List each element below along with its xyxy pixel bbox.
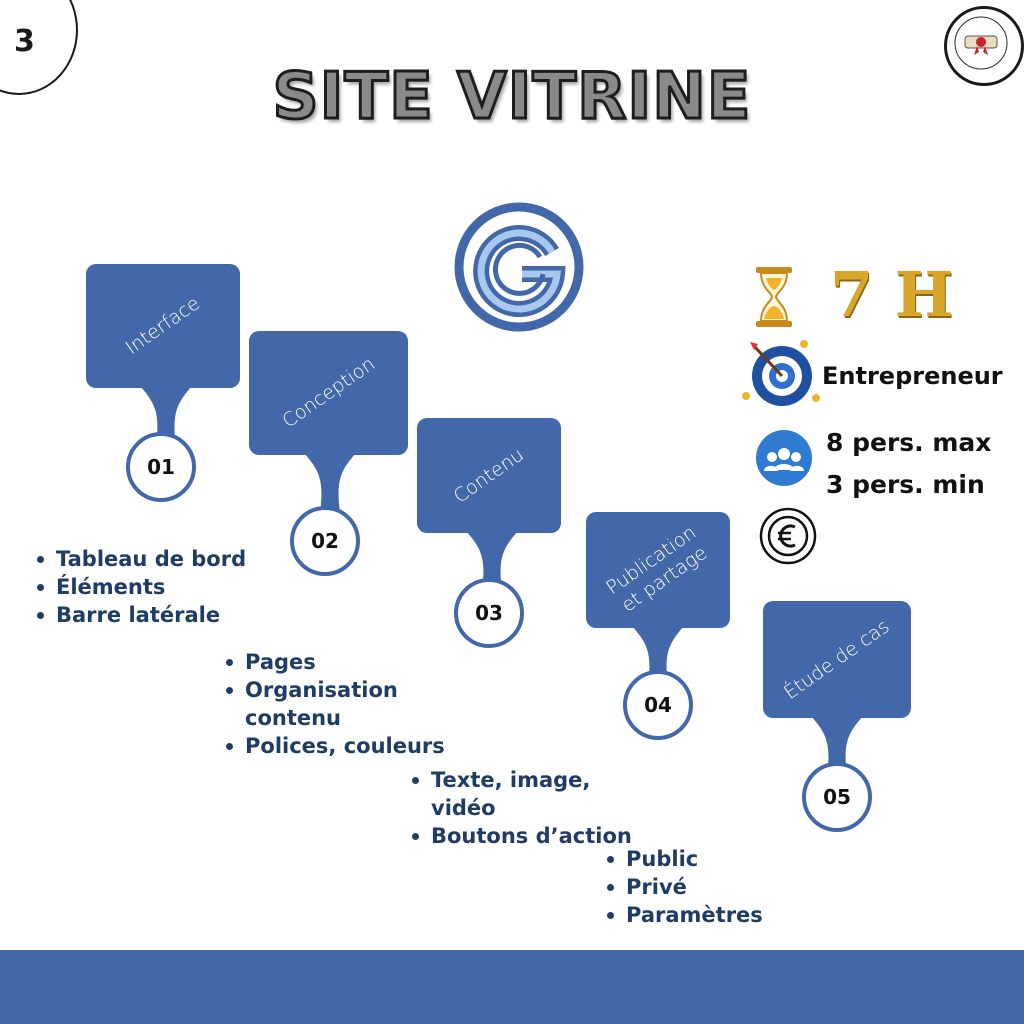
list-item: Tableau de bord xyxy=(34,545,246,573)
module-02-topics: Pages Organisation contenu Polices, coul… xyxy=(223,648,445,760)
people-icon xyxy=(756,430,812,486)
list-item: Boutons d’action xyxy=(409,822,632,850)
module-label: Interface xyxy=(121,292,204,360)
list-item: Privé xyxy=(604,873,763,901)
footer-band xyxy=(0,950,1024,1024)
module-number: 04 xyxy=(623,670,693,740)
list-item: Éléments xyxy=(34,573,246,601)
list-item: Paramètres xyxy=(604,901,763,929)
brand-logo xyxy=(944,6,1024,86)
g-logo-icon xyxy=(454,202,584,332)
list-item: Polices, couleurs xyxy=(223,732,445,760)
pin-stem xyxy=(466,531,518,591)
module-03-topics: Texte, image, vidéo Boutons d’action xyxy=(409,766,632,850)
list-item: Texte, image, vidéo xyxy=(409,766,609,822)
page-number: 3 xyxy=(14,24,35,59)
pin-stem xyxy=(811,716,863,776)
list-item: Pages xyxy=(223,648,423,676)
module-number: 03 xyxy=(454,578,524,648)
pin-stem xyxy=(140,386,192,446)
module-card-conception: Conception xyxy=(249,331,408,455)
min-participants: 3 pers. min xyxy=(826,470,985,499)
hourglass-icon xyxy=(754,266,794,328)
duration: 7 H xyxy=(830,258,954,331)
module-label: Étude de cas xyxy=(780,614,894,704)
module-card-interface: Interface xyxy=(86,264,240,388)
module-card-contenu: Contenu xyxy=(417,418,561,533)
page-title: SITE VITRINE xyxy=(271,59,752,136)
audience-label: Entrepreneur xyxy=(822,362,1003,390)
list-item: Public xyxy=(604,845,763,873)
euro-icon xyxy=(758,506,818,566)
module-number: 02 xyxy=(290,506,360,576)
module-number: 05 xyxy=(802,762,872,832)
list-item: Organisation contenu xyxy=(223,676,423,732)
module-01-topics: Tableau de bord Éléments Barre latérale xyxy=(34,545,246,629)
module-label: Conception xyxy=(277,352,379,433)
module-label: Contenu xyxy=(449,443,528,508)
module-04-topics: Public Privé Paramètres xyxy=(604,845,763,929)
module-number: 01 xyxy=(126,432,196,502)
pin-stem xyxy=(304,453,356,513)
module-card-etude-de-cas: Étude de cas xyxy=(763,601,911,718)
target-icon xyxy=(742,336,822,410)
pin-stem xyxy=(632,626,684,686)
list-item: Barre latérale xyxy=(34,601,246,629)
max-participants: 8 pers. max xyxy=(826,428,992,457)
